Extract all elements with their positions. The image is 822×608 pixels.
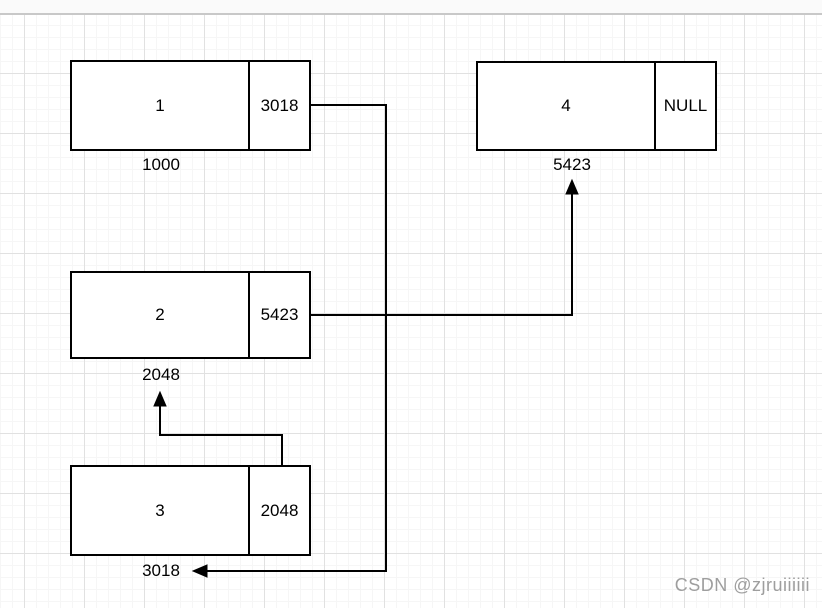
edge-node2-line[interactable] <box>311 194 573 316</box>
node-1-pointer-cell[interactable]: 3018 <box>260 95 299 115</box>
node-3-value-cell[interactable]: 3 <box>72 467 250 554</box>
edge-node1-line[interactable] <box>207 104 387 572</box>
list-node-2[interactable]: 2 5423 <box>70 271 311 359</box>
node-4-pointer-cell[interactable]: NULL <box>663 96 708 115</box>
node-1-address-label[interactable]: 1000 <box>142 155 180 174</box>
edge-node3-next-to-2048[interactable] <box>153 390 283 465</box>
csdn-watermark: CSDN @zjruiiiiii <box>674 575 810 595</box>
arrowhead-up-icon <box>565 178 579 195</box>
arrowhead-up-icon <box>153 390 167 407</box>
node-2-pointer-cell[interactable]: 5423 <box>260 305 299 324</box>
toolbar-edge <box>0 0 822 15</box>
edge-node1-next-to-3018[interactable] <box>191 104 387 578</box>
node-2-value-cell[interactable]: 2 <box>72 273 250 357</box>
list-node-3[interactable]: 3 2048 <box>70 465 311 556</box>
node-3-pointer-cell[interactable]: 2048 <box>260 500 299 520</box>
list-node-4[interactable]: 4 NULL <box>476 61 717 151</box>
node-4-address-label[interactable]: 5423 <box>553 155 591 174</box>
node-3-address-label[interactable]: 3018 <box>142 561 180 580</box>
node-1-value-cell[interactable]: 1 <box>72 62 250 149</box>
edge-node2-next-to-5423[interactable] <box>311 178 579 316</box>
node-2-address-label[interactable]: 2048 <box>142 365 180 384</box>
edge-node3-line[interactable] <box>159 406 283 465</box>
arrowhead-left-icon <box>191 564 208 578</box>
list-node-1[interactable]: 1 3018 <box>70 60 311 151</box>
node-4-value-cell[interactable]: 4 <box>478 63 656 149</box>
